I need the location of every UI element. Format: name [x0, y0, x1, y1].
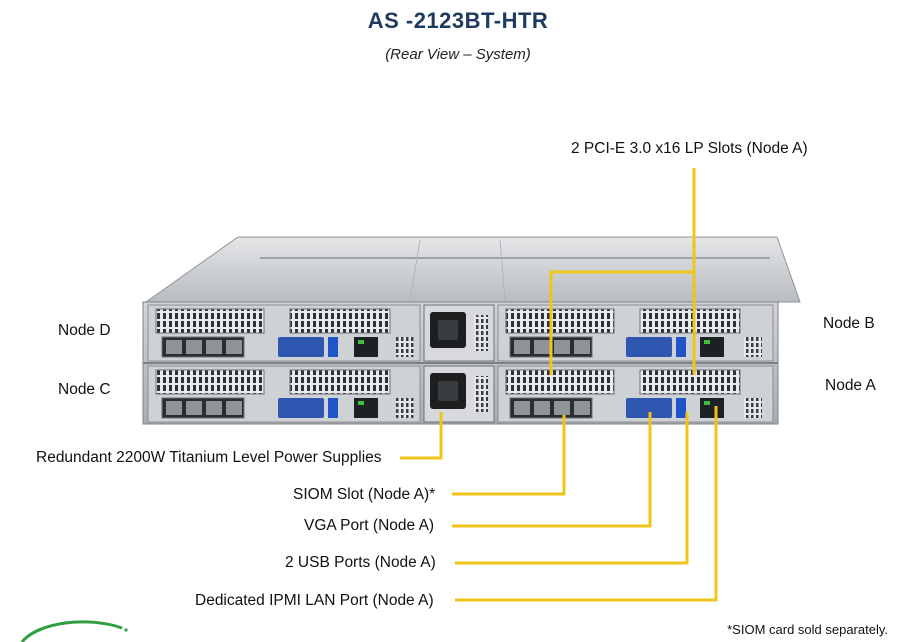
- ipmi-lan-port-label: Dedicated IPMI LAN Port (Node A): [195, 592, 434, 609]
- chassis-top: [144, 236, 801, 303]
- node-d-module: [147, 304, 421, 362]
- node-b-module: [497, 304, 774, 362]
- psu-callout-line: [400, 412, 443, 460]
- usb-callout-line: [455, 412, 689, 565]
- node-a-label: Node A: [825, 377, 876, 394]
- power-supply-top: [423, 304, 495, 362]
- callout-lines: [400, 168, 718, 602]
- footnote: *SIOM card sold separately.: [727, 622, 888, 637]
- siom-slot-label: SIOM Slot (Node A)*: [293, 486, 436, 503]
- brand-logo: [20, 620, 128, 642]
- power-supplies-label: Redundant 2200W Titanium Level Power Sup…: [36, 449, 382, 466]
- pcie-callout-branch: [549, 270, 696, 375]
- node-a-module: [497, 365, 774, 423]
- node-d-label: Node D: [58, 322, 111, 339]
- node-c-module: [147, 365, 421, 423]
- power-supply-bottom: [423, 365, 495, 423]
- ipmi-callout-line: [455, 406, 718, 602]
- usb-ports-label: 2 USB Ports (Node A): [285, 554, 436, 571]
- node-c-label: Node C: [58, 381, 111, 398]
- node-b-label: Node B: [823, 315, 875, 332]
- pcie-slots-label: 2 PCI-E 3.0 x16 LP Slots (Node A): [571, 140, 808, 157]
- page-subtitle: (Rear View – System): [385, 46, 531, 63]
- vga-port-label: VGA Port (Node A): [304, 517, 435, 534]
- siom-callout-line: [452, 415, 566, 496]
- page-title: AS -2123BT-HTR: [367, 8, 549, 33]
- vga-callout-line: [452, 412, 652, 528]
